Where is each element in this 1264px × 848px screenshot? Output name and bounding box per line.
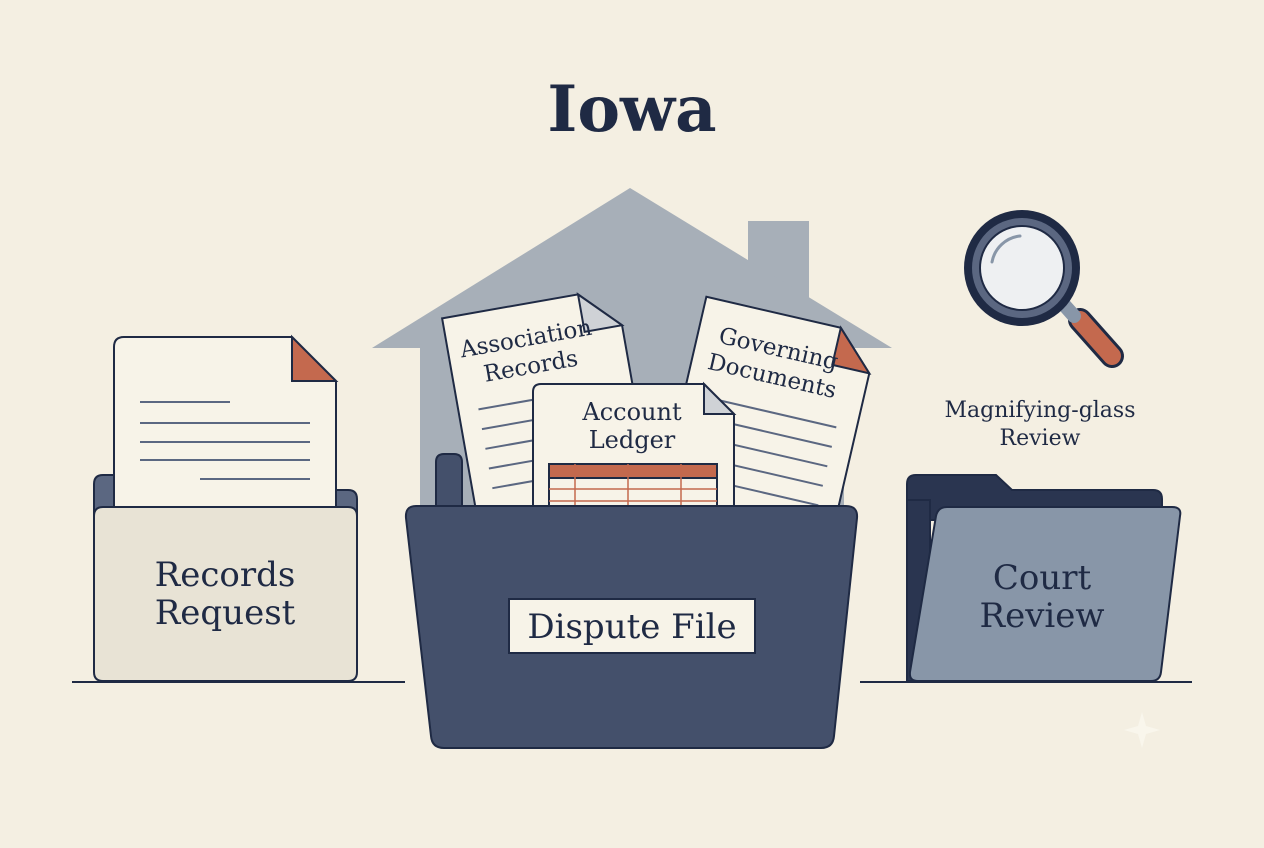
account-ledger-label-line1: Account bbox=[581, 398, 682, 426]
sparkle-icon bbox=[1124, 712, 1160, 748]
page-title: Iowa bbox=[547, 72, 716, 147]
records-request-label-line1: Records bbox=[155, 555, 296, 595]
dispute-file-label-box bbox=[508, 598, 756, 654]
folder-back bbox=[435, 453, 463, 521]
folder-front bbox=[93, 506, 358, 682]
magnifying-glass-icon bbox=[964, 210, 1124, 368]
folder-front bbox=[908, 506, 1182, 682]
court-review-label-line1: Court bbox=[993, 558, 1092, 598]
dispute-file-label: Dispute File bbox=[527, 607, 736, 647]
magnifier-caption-line2: Review bbox=[1000, 426, 1081, 451]
court-review-label-line2: Review bbox=[979, 596, 1104, 636]
records-request-folder: Records Request bbox=[93, 334, 358, 682]
document-icon bbox=[113, 334, 339, 511]
court-review-folder: Court Review bbox=[906, 474, 1182, 682]
magnifier-caption-line1: Magnifying-glass bbox=[944, 398, 1135, 423]
account-ledger-label-line2: Ledger bbox=[589, 426, 676, 454]
account-ledger-document: Account Ledger bbox=[532, 381, 737, 519]
dispute-file-folder: Association Records Governing Documents … bbox=[404, 292, 872, 749]
records-request-label-line2: Request bbox=[155, 593, 296, 633]
